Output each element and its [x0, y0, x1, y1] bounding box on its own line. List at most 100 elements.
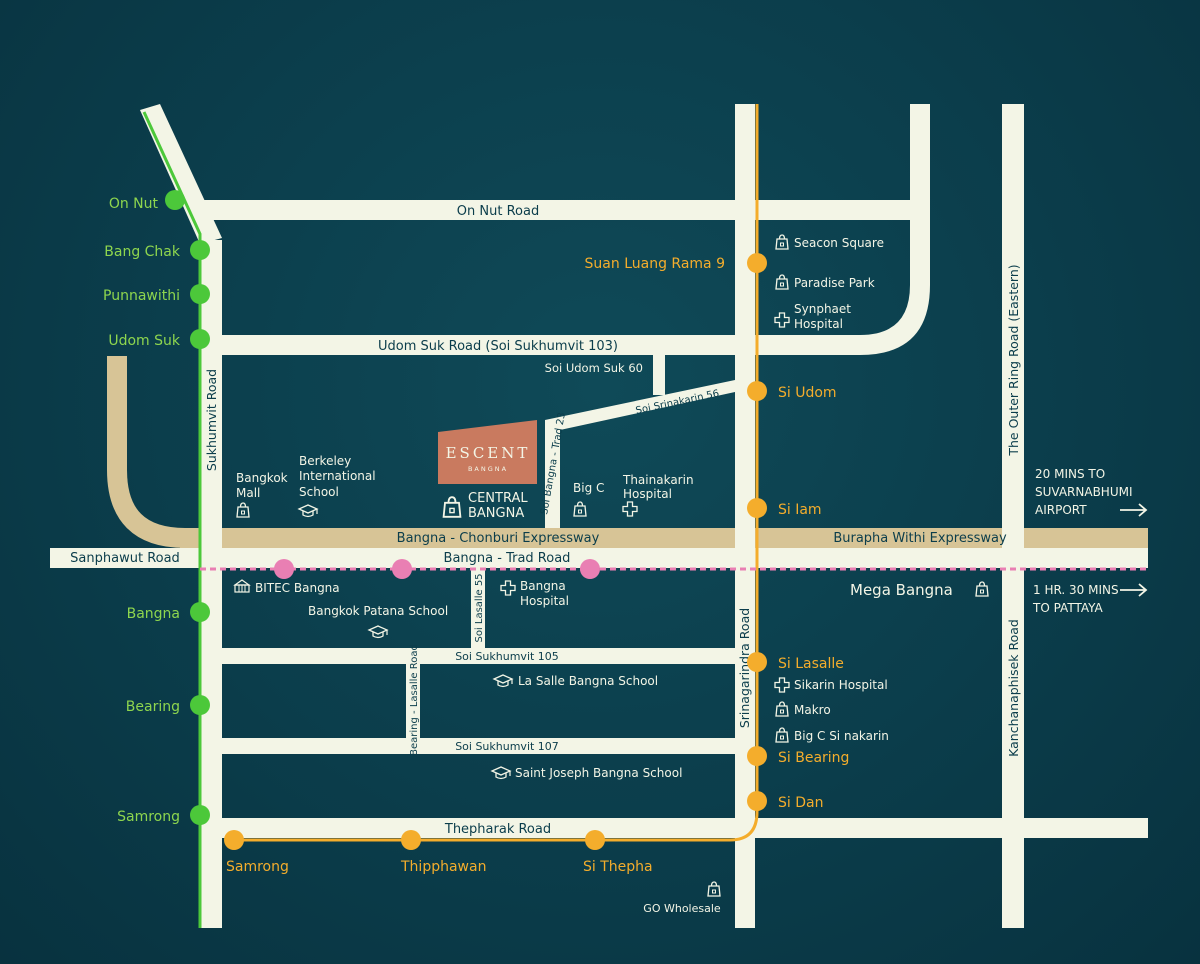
pink-station-dot-1[interactable]	[274, 559, 294, 579]
station-dot-si-iam[interactable]	[747, 498, 767, 518]
bangna-chonburi-expressway	[180, 528, 1148, 548]
station-dot-punnawithi[interactable]	[190, 284, 210, 304]
pink-stations	[274, 559, 600, 579]
airport-line-3: AIRPORT	[1035, 503, 1087, 517]
directions: 20 MINS TO SUVARNABHUMI AIRPORT 1 HR. 30…	[1032, 467, 1147, 615]
airport-line-2: SUVARNABHUMI	[1035, 485, 1133, 499]
arrow-right-icon	[1119, 583, 1147, 597]
green-line	[142, 111, 202, 928]
station-label-si-iam: Si Iam	[778, 502, 822, 518]
bangna-trad-label: Bangna - Trad Road	[444, 551, 571, 566]
station-dot-bang-chak[interactable]	[190, 240, 210, 260]
station-dot-on-nut[interactable]	[165, 190, 185, 210]
poi-thainakarin-1: Thainakarin	[622, 473, 694, 487]
station-label-suan-luang: Suan Luang Rama 9	[585, 256, 725, 272]
station-dot-samrong-orange[interactable]	[224, 830, 244, 850]
shopping-bag-icon	[573, 501, 587, 517]
soi-sukhumvit-105	[222, 648, 735, 664]
road-network	[50, 104, 1148, 928]
station-dot-suan-luang[interactable]	[747, 253, 767, 273]
graduation-cap-icon	[298, 504, 318, 518]
poi-berkeley-1: Berkeley	[299, 454, 351, 468]
shopping-bag-icon	[775, 274, 789, 290]
shopping-bag-icon	[775, 701, 789, 717]
bearing-lasalle-road	[406, 648, 420, 746]
sukhumvit-road-label: Sukhumvit Road	[204, 369, 219, 471]
sukhumvit-road	[200, 240, 222, 928]
brand-box	[438, 420, 537, 484]
pattaya-line-2: TO PATTAYA	[1032, 601, 1104, 615]
station-label-bang-chak: Bang Chak	[104, 244, 181, 260]
ramp-expressway	[107, 356, 260, 548]
station-label-si-dan: Si Dan	[778, 795, 823, 811]
on-nut-road	[200, 200, 920, 220]
station-label-samrong-orange: Samrong	[226, 859, 289, 875]
airport-line-1: 20 MINS TO	[1035, 467, 1105, 481]
bearing-lasalle-label: Bearing - Lasalle Road	[409, 644, 420, 756]
escent-bangna-logo[interactable]: ESCENT BANGNA	[438, 420, 537, 484]
burapha-label: Burapha Withi Expressway	[833, 531, 1007, 546]
poi-saint-joseph: Saint Joseph Bangna School	[515, 766, 682, 780]
station-dot-si-udom[interactable]	[747, 381, 767, 401]
thepharak-road	[222, 818, 1148, 838]
sukhumvit-105-label: Soi Sukhumvit 105	[455, 650, 559, 663]
station-dot-si-bearing[interactable]	[747, 746, 767, 766]
kanchanaphisek-label: Kanchanaphisek Road	[1006, 619, 1021, 757]
poi-synphaet-2: Hospital	[794, 317, 843, 331]
outer-ring-road	[1002, 104, 1024, 928]
station-label-punnawithi: Punnawithi	[103, 288, 180, 304]
hospital-cross-icon	[774, 312, 790, 328]
poi-sikarin: Sikarin Hospital	[794, 678, 888, 692]
shopping-bag-icon	[775, 234, 789, 250]
station-label-bangna: Bangna	[127, 606, 180, 622]
station-label-bearing: Bearing	[126, 699, 180, 715]
station-dot-bearing[interactable]	[190, 695, 210, 715]
shopping-bag-icon	[775, 727, 789, 743]
bangna-trad-road	[50, 548, 1148, 568]
pink-station-dot-2[interactable]	[392, 559, 412, 579]
brand-name: ESCENT	[446, 444, 531, 462]
poi-bangna-hospital-1: Bangna	[520, 579, 566, 593]
pattaya-line-1: 1 HR. 30 MINS	[1033, 583, 1119, 597]
station-label-si-bearing: Si Bearing	[778, 750, 849, 766]
shopping-bag-icon	[442, 496, 462, 518]
sukhumvit-107-label: Soi Sukhumvit 107	[455, 740, 559, 753]
poi-central-1: CENTRAL	[468, 491, 528, 506]
poi-la-salle-school: La Salle Bangna School	[518, 674, 658, 688]
on-nut-road-label: On Nut Road	[457, 204, 539, 219]
station-dot-si-dan[interactable]	[747, 791, 767, 811]
shopping-bag-icon	[707, 881, 721, 897]
soi-lasalle-55	[471, 568, 485, 648]
graduation-cap-icon	[368, 625, 388, 639]
station-label-samrong: Samrong	[117, 809, 180, 825]
orange-stations: Suan Luang Rama 9 Si Udom Si Iam Si Lasa…	[224, 253, 849, 875]
poi-berkeley-3: School	[299, 485, 339, 499]
soi-udom-suk-60	[653, 355, 665, 395]
brand-sub: BANGNA	[468, 465, 508, 473]
station-dot-si-lasalle[interactable]	[747, 652, 767, 672]
poi-synphaet-1: Synphaet	[794, 302, 851, 316]
outer-ring-label: The Outer Ring Road (Eastern)	[1006, 264, 1021, 456]
station-dot-samrong[interactable]	[190, 805, 210, 825]
green-stations: On Nut Bang Chak Punnawithi Udom Suk Ban…	[103, 190, 210, 825]
poi-bangkok-mall-2: Mall	[236, 486, 260, 500]
poi-bangkok-patana: Bangkok Patana School	[308, 604, 448, 618]
srinagarindra-label: Srinagarindra Road	[737, 608, 752, 728]
hospital-cross-icon	[500, 580, 516, 596]
sanphawut-label: Sanphawut Road	[70, 551, 180, 566]
soi-sukhumvit-107	[222, 738, 735, 754]
lasalle-55-label: Soi Lasalle 55	[474, 573, 485, 642]
hospital-cross-icon	[622, 501, 638, 517]
poi-berkeley-2: International	[299, 469, 376, 483]
bangna-chonburi-label: Bangna - Chonburi Expressway	[397, 531, 600, 546]
udom-suk-60-label: Soi Udom Suk 60	[545, 361, 643, 375]
orange-line	[234, 104, 759, 842]
shopping-bag-icon	[975, 581, 989, 597]
soi-srinakarin-56	[545, 380, 735, 528]
station-dot-udom-suk[interactable]	[190, 329, 210, 349]
station-dot-si-thepha[interactable]	[585, 830, 605, 850]
station-label-si-lasalle: Si Lasalle	[778, 656, 844, 672]
station-dot-thipphawan[interactable]	[401, 830, 421, 850]
pink-station-dot-3[interactable]	[580, 559, 600, 579]
station-dot-bangna[interactable]	[190, 602, 210, 622]
